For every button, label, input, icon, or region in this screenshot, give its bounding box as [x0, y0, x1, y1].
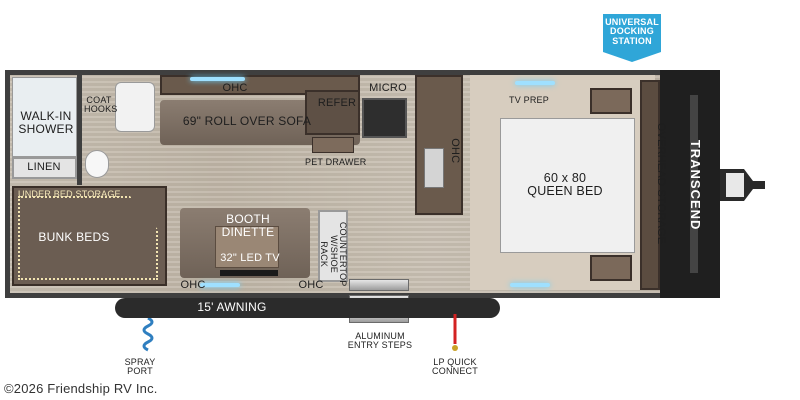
- nightstand-bottom: [590, 255, 632, 281]
- label-queen-bed: 60 x 80 QUEEN BED: [527, 171, 603, 199]
- entry-step-1: [349, 279, 409, 291]
- brand-logo-text: TRANSCEND: [687, 139, 703, 231]
- tv-prep-light: [515, 81, 555, 85]
- label-awning: 15' AWNING: [197, 300, 267, 314]
- label-overhead-storage: OVERHEAD STORAGE: [654, 122, 667, 245]
- label-tv-prep: TV PREP: [509, 95, 549, 105]
- label-ohc-bottom-left: OHC: [180, 279, 206, 291]
- dinette-light: [200, 283, 240, 287]
- spray-port-hose-icon: [142, 318, 154, 352]
- label-ohc-kitchen: OHC: [448, 138, 461, 164]
- pet-drawer: [312, 137, 354, 153]
- bunk-stitch: [18, 196, 158, 280]
- label-lp-quick-connect: LP QUICK CONNECT: [432, 357, 478, 377]
- label-walk-in-shower: WALK-IN SHOWER: [18, 109, 74, 136]
- label-ohc-top: OHC: [222, 82, 248, 94]
- label-coat-hooks: COAT HOOKS: [84, 95, 118, 115]
- label-counter-top: COUNTERTOP W/SHOE RACK: [319, 221, 349, 287]
- kitchen-sink: [424, 148, 444, 188]
- copyright-text: ©2026 Friendship RV Inc.: [4, 381, 158, 396]
- kitchen-counter: [415, 75, 463, 215]
- label-pet-drawer: PET DRAWER: [305, 157, 367, 167]
- label-under-bed-storage: UNDER BED STORAGE: [18, 189, 121, 199]
- toilet: [85, 150, 109, 178]
- label-micro: MICRO: [369, 82, 407, 94]
- refrigerator: [305, 90, 360, 135]
- microwave-stove: [362, 98, 407, 138]
- docking-badge-shape-icon: [603, 14, 661, 62]
- docking-station-label: UNIVERSAL DOCKING STATION: [605, 17, 659, 46]
- nightstand-top: [590, 88, 632, 114]
- bunk-beds-area: [12, 186, 167, 286]
- bedroom-bottom-light: [510, 283, 550, 287]
- overhead-storage-cabinet: [640, 80, 660, 290]
- label-refer: REFER: [317, 97, 357, 109]
- shoe-rack-counter: [318, 210, 348, 282]
- led-tv: [220, 270, 278, 276]
- label-linen: LINEN: [27, 161, 61, 173]
- label-spray-port: SPRAY PORT: [124, 357, 156, 377]
- hitch-icon: [720, 169, 765, 201]
- lp-line-icon: [452, 314, 458, 351]
- label-ohc-bottom-right: OHC: [298, 279, 324, 291]
- label-booth-dinette: BOOTH DINETTE: [221, 212, 275, 239]
- dinette-table: [215, 226, 279, 268]
- top-ohc-light: [190, 77, 245, 81]
- front-cap-trim: [690, 95, 698, 273]
- bath-sink: [115, 82, 155, 132]
- linen-cabinet: [12, 157, 77, 179]
- docking-station-badge: [603, 14, 661, 62]
- hitch: [720, 165, 765, 205]
- bath-wall: [77, 75, 82, 185]
- label-entry-steps: ALUMINUM ENTRY STEPS: [347, 331, 413, 351]
- label-bunk-beds: BUNK BEDS: [38, 230, 110, 244]
- queen-bed: [500, 118, 635, 253]
- label-sofa: 69" ROLL OVER SOFA: [182, 114, 312, 128]
- walk-in-shower: [12, 77, 77, 157]
- awning-bar: [115, 298, 500, 318]
- label-led-tv: 32" LED TV: [220, 252, 280, 264]
